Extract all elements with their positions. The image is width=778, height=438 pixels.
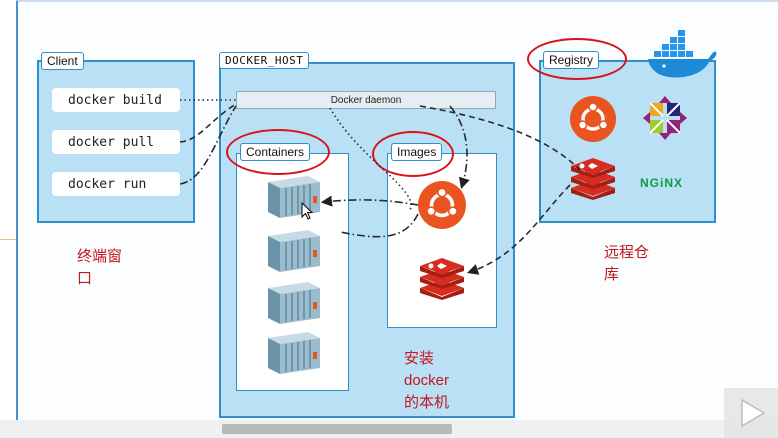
docker-whale-icon [648, 30, 717, 78]
pull-connector [179, 103, 237, 143]
containers-highlight [226, 129, 330, 175]
registry-highlight [527, 38, 627, 80]
centos-registry-icon [643, 96, 687, 140]
docker-daemon-bar: Docker daemon [236, 91, 496, 109]
image-loop-connector [339, 213, 419, 238]
terminal-annotation: 终端窗 口 [77, 248, 123, 287]
mouse-cursor-icon [301, 202, 313, 220]
docker-host-title: DOCKER_HOST [219, 52, 310, 69]
docker-pull-command: docker pull [52, 130, 180, 154]
local-host-annotation: 安装 docker 的本机 [404, 350, 450, 411]
images-highlight [372, 131, 454, 177]
scrollbar-thumb[interactable] [222, 424, 452, 434]
play-button-icon[interactable] [724, 388, 778, 438]
nginx-logo-text: NGiNX [640, 176, 684, 190]
registry-to-redis-connector [466, 184, 571, 275]
redis-image-icon [420, 258, 464, 300]
redis-registry-icon [571, 158, 615, 200]
build-to-images-connector [329, 107, 412, 211]
client-title: Client [41, 52, 84, 70]
pull-to-registry-connector [419, 105, 581, 171]
docker-run-command: docker run [52, 172, 180, 196]
left-marker [0, 239, 16, 240]
container-icon [268, 230, 320, 272]
run-connector [179, 105, 237, 185]
ubuntu-registry-icon [570, 96, 616, 142]
run-to-images-connector [449, 105, 470, 190]
ubuntu-image-icon [418, 181, 466, 229]
docker-build-command: docker build [52, 88, 180, 112]
container-icon [268, 282, 320, 324]
image-to-container-connector [320, 195, 419, 207]
remote-repo-annotation: 远程仓 库 [604, 244, 650, 283]
container-icon [268, 332, 320, 374]
container-icon [268, 176, 320, 218]
